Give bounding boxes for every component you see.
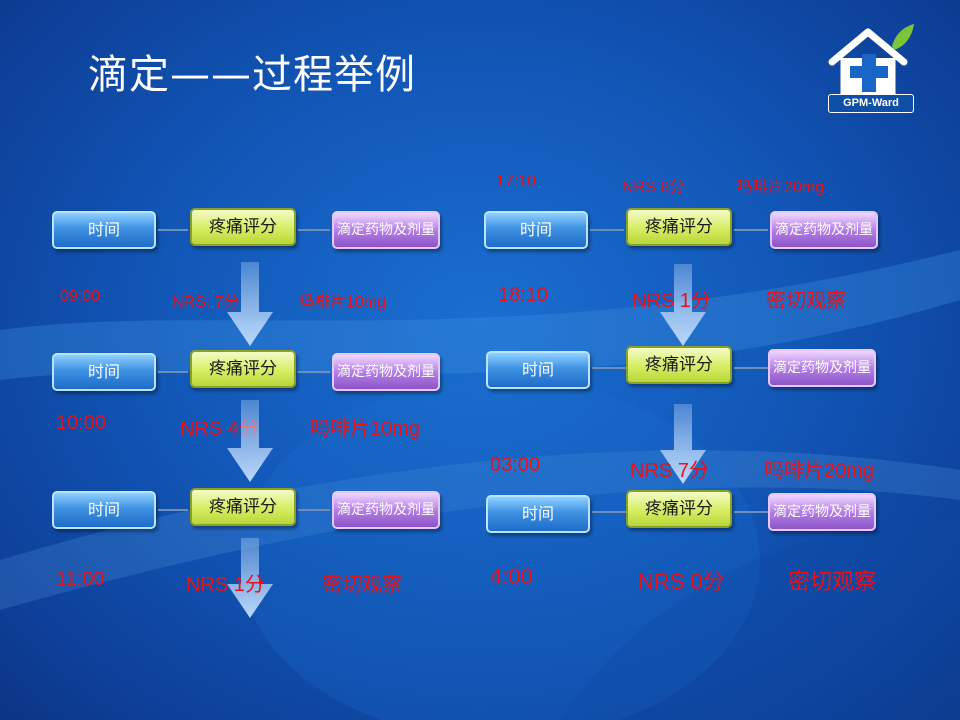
pain-score-box: 疼痛评分 xyxy=(190,208,296,246)
time-annotation: 09:00 xyxy=(60,288,101,305)
flow-row-4: 时间 疼痛评分 滴定药物及剂量 xyxy=(484,208,884,252)
nrs-annotation: NRS 1分 xyxy=(632,290,711,312)
leaf-icon xyxy=(892,24,914,50)
connector-line xyxy=(734,229,768,231)
nrs-annotation: NRS 0分 xyxy=(638,569,725,594)
flow-row-5: 时间 疼痛评分 滴定药物及剂量 xyxy=(486,346,886,390)
time-annotation: 4:00 xyxy=(490,564,533,589)
connector-line xyxy=(298,371,330,373)
slide-title: 滴定——过程举例 xyxy=(88,52,416,98)
time-box: 时间 xyxy=(486,351,590,389)
flow-row-3: 时间 疼痛评分 滴定药物及剂量 xyxy=(52,488,442,532)
action-annotation: 密切观察 xyxy=(766,290,846,312)
pain-score-box: 疼痛评分 xyxy=(190,488,296,526)
house-plus-logo-icon xyxy=(828,24,914,98)
action-annotation: 密切观察 xyxy=(788,569,877,594)
time-annotation: 18:10 xyxy=(498,284,549,306)
flow-row-2: 时间 疼痛评分 滴定药物及剂量 xyxy=(52,350,442,394)
time-annotation: 17:10 xyxy=(496,173,537,190)
action-annotation: 吗啡片10mg xyxy=(310,418,421,440)
connector-line xyxy=(592,367,626,369)
connector-line xyxy=(590,229,624,231)
connector-line xyxy=(734,367,768,369)
connector-line xyxy=(298,509,330,511)
pain-score-box: 疼痛评分 xyxy=(190,350,296,388)
down-arrow-icon xyxy=(227,262,273,346)
time-box: 时间 xyxy=(52,353,156,391)
connector-line xyxy=(158,371,188,373)
nrs-annotation: NRS 6分 xyxy=(622,179,686,196)
connector-line xyxy=(298,229,330,231)
flow-row-1: 时间 疼痛评分 滴定药物及剂量 xyxy=(52,208,442,252)
logo-text: GPM-Ward xyxy=(828,94,914,113)
drug-dose-box: 滴定药物及剂量 xyxy=(332,353,440,391)
connector-line xyxy=(734,511,768,513)
time-annotation: 11:00 xyxy=(56,568,105,590)
drug-dose-box: 滴定药物及剂量 xyxy=(332,211,440,249)
time-annotation: 03:00 xyxy=(490,454,541,476)
action-annotation: 吗啡片20mg xyxy=(736,179,825,196)
connector-line xyxy=(158,509,188,511)
drug-dose-box: 滴定药物及剂量 xyxy=(768,349,876,387)
time-box: 时间 xyxy=(52,491,156,529)
pain-score-box: 疼痛评分 xyxy=(626,346,732,384)
connector-line xyxy=(158,229,188,231)
nrs-annotation: NRS 7分 xyxy=(630,460,709,482)
action-annotation: 密切观察 xyxy=(322,574,402,596)
time-annotation: 10:00 xyxy=(56,412,107,434)
pain-score-box: 疼痛评分 xyxy=(626,490,732,528)
connector-line xyxy=(592,511,626,513)
action-annotation: 吗啡片20mg xyxy=(764,460,875,482)
action-annotation: 吗啡片10mg xyxy=(298,294,387,311)
drug-dose-box: 滴定药物及剂量 xyxy=(768,493,876,531)
down-arrow-icon xyxy=(227,400,273,482)
time-box: 时间 xyxy=(52,211,156,249)
drug-dose-box: 滴定药物及剂量 xyxy=(332,491,440,529)
nrs-annotation: NRS 4分 xyxy=(180,418,259,440)
pain-score-box: 疼痛评分 xyxy=(626,208,732,246)
time-box: 时间 xyxy=(486,495,590,533)
down-arrow-icon xyxy=(227,538,273,618)
down-arrow-icon xyxy=(660,404,706,484)
nrs-annotation: NRS 1分 xyxy=(186,574,265,596)
down-arrow-icon xyxy=(660,264,706,346)
time-box: 时间 xyxy=(484,211,588,249)
flow-row-6: 时间 疼痛评分 滴定药物及剂量 xyxy=(486,490,886,534)
drug-dose-box: 滴定药物及剂量 xyxy=(770,211,878,249)
nrs-annotation: NRS: 7分 xyxy=(172,294,240,311)
